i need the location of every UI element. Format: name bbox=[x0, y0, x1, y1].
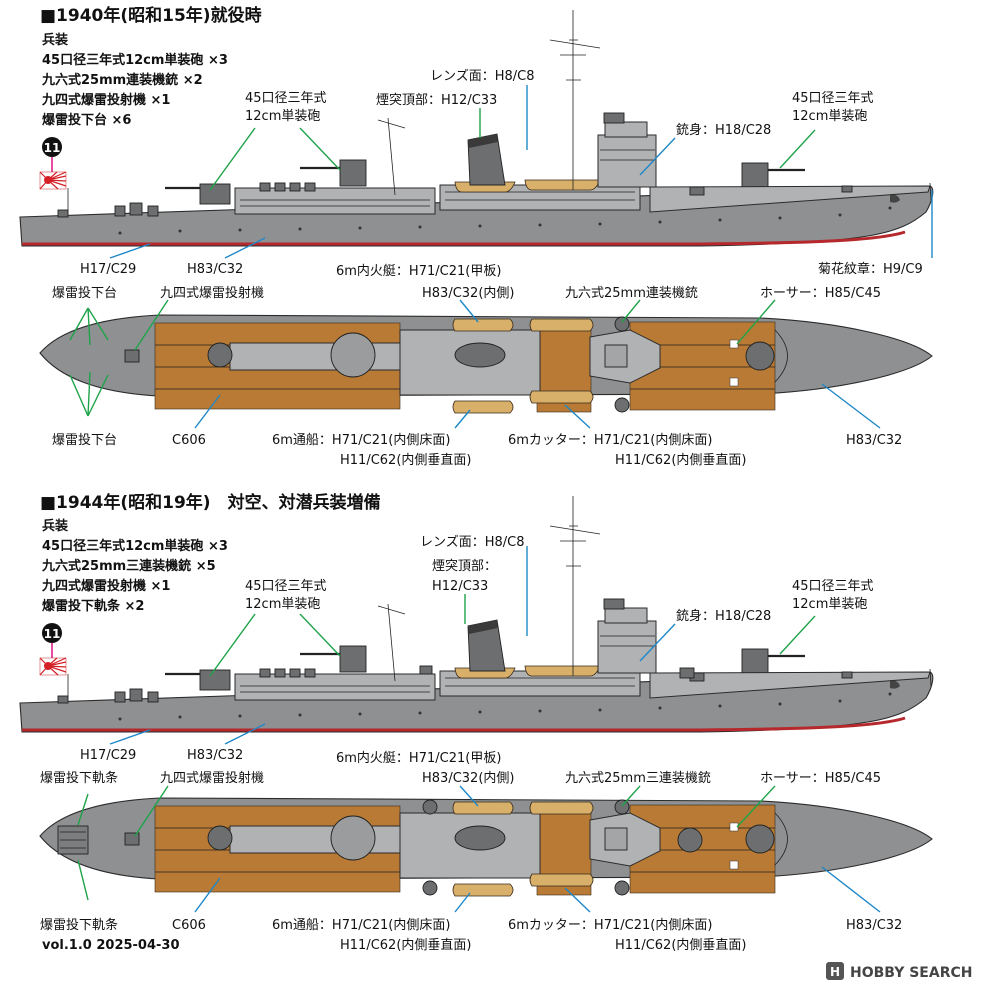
label-gun-aft-2: 12cm単装砲 bbox=[792, 596, 867, 612]
label-chrysanthemum-crest: 菊花紋章：H9/C9 bbox=[818, 261, 923, 277]
label-hull-low: H17/C29 bbox=[80, 748, 136, 763]
label-cutter-a2: H11/C62(内側垂直面) bbox=[340, 452, 471, 468]
armament-item: 爆雷投下台 ×6 bbox=[42, 112, 131, 128]
label-projector: 九四式爆雷投射機 bbox=[160, 285, 264, 301]
label-gun-fwd: 45口径三年式 bbox=[245, 579, 327, 594]
armament-item: 九四式爆雷投射機 ×1 bbox=[41, 578, 170, 594]
label-dc-rack-top: 爆雷投下台 bbox=[52, 285, 117, 301]
rising-sun-flag-icon bbox=[39, 171, 67, 190]
ship-side-view-1940 bbox=[18, 8, 935, 248]
label-barrel: 銃身：H18/C28 bbox=[676, 122, 771, 138]
rising-sun-flag-icon bbox=[39, 657, 67, 676]
label-funnel-top: 煙突頂部： bbox=[432, 558, 497, 574]
label-launch-side: H83/C32(内側) bbox=[422, 285, 514, 301]
section-1940: ■1940年(昭和15年)就役時 兵装 45口径三年式12cm単装砲 ×3 九六… bbox=[18, 5, 935, 468]
ship-top-view-1940 bbox=[39, 314, 933, 414]
label-launch-deck: 6m内火艇：H71/C21(甲板) bbox=[336, 263, 501, 279]
label-gun-aft-2: 12cm単装砲 bbox=[792, 108, 867, 124]
armament-heading: 兵装 bbox=[42, 518, 68, 534]
armament-item: 九六式25mm連装機銃 ×2 bbox=[41, 72, 203, 88]
label-mg: 九六式25mm三連装機銃 bbox=[565, 771, 711, 786]
armament-item: 爆雷投下軌条 ×2 bbox=[42, 598, 144, 614]
label-hawser: ホーサー：H85/C45 bbox=[760, 771, 881, 786]
label-hull-top: H83/C32 bbox=[846, 918, 902, 933]
label-cutter-b1: 6mカッター：H71/C21(内側床面) bbox=[508, 917, 712, 933]
label-mg: 九六式25mm連装機銃 bbox=[565, 286, 698, 301]
label-cutter-a1: 6m通船：H71/C21(内側床面) bbox=[272, 917, 450, 933]
label-cutter-a2: H11/C62(内側垂直面) bbox=[340, 937, 471, 953]
label-lens: レンズ面：H8/C8 bbox=[420, 534, 525, 550]
label-projector: 九四式爆雷投射機 bbox=[160, 770, 264, 786]
decal-number-badge bbox=[42, 623, 62, 643]
armament-item: 九四式爆雷投射機 ×1 bbox=[41, 92, 170, 108]
label-cutter-a1: 6m通船：H71/C21(内側床面) bbox=[272, 432, 450, 448]
svg-text:H: H bbox=[830, 965, 840, 979]
label-launch-deck: 6m内火艇：H71/C21(甲板) bbox=[336, 750, 501, 766]
armament-item: 45口径三年式12cm単装砲 ×3 bbox=[42, 538, 228, 554]
svg-text:11: 11 bbox=[44, 627, 61, 641]
watermark-text: HOBBY SEARCH bbox=[850, 965, 972, 981]
label-hull-mid: H83/C32 bbox=[187, 262, 243, 277]
section-title-1940: ■1940年(昭和15年)就役時 bbox=[40, 5, 262, 26]
label-gun-fwd-2: 12cm単装砲 bbox=[245, 596, 320, 612]
label-funnel-top-2: H12/C33 bbox=[432, 579, 488, 594]
label-cutter-b2: H11/C62(内側垂直面) bbox=[615, 937, 746, 953]
label-barrel: 銃身：H18/C28 bbox=[676, 608, 771, 624]
label-lens: レンズ面：H8/C8 bbox=[430, 68, 535, 84]
label-launch-side: H83/C32(内側) bbox=[422, 770, 514, 786]
label-funnel-top: 煙突頂部：H12/C33 bbox=[376, 92, 497, 108]
armament-heading: 兵装 bbox=[42, 32, 68, 48]
section-title-1944: ■1944年(昭和19年) 対空、対潜兵装増備 bbox=[40, 492, 381, 513]
label-deck-color: C606 bbox=[172, 918, 206, 933]
label-dc-rack-bottom: 爆雷投下台 bbox=[52, 432, 117, 448]
label-hawser: ホーサー：H85/C45 bbox=[760, 286, 881, 301]
ship-top-view-1944 bbox=[39, 797, 933, 897]
label-deck-color: C606 bbox=[172, 433, 206, 448]
label-dc-rack-bottom: 爆雷投下軌条 bbox=[40, 917, 118, 933]
armament-item: 45口径三年式12cm単装砲 ×3 bbox=[42, 52, 228, 68]
label-cutter-b1: 6mカッター：H71/C21(内側床面) bbox=[508, 432, 712, 448]
version-label: vol.1.0 2025-04-30 bbox=[42, 938, 180, 953]
label-cutter-b2: H11/C62(内側垂直面) bbox=[615, 452, 746, 468]
label-gun-fwd-2: 12cm単装砲 bbox=[245, 108, 320, 124]
ship-side-view-1944 bbox=[18, 494, 935, 734]
armament-item: 九六式25mm三連装機銃 ×5 bbox=[41, 558, 216, 574]
label-hull-mid: H83/C32 bbox=[187, 748, 243, 763]
label-gun-aft: 45口径三年式 bbox=[792, 91, 874, 106]
label-gun-aft: 45口径三年式 bbox=[792, 579, 874, 594]
label-dc-rack-top: 爆雷投下軌条 bbox=[40, 770, 118, 786]
section-1944: ■1944年(昭和19年) 対空、対潜兵装増備 兵装 45口径三年式12cm単装… bbox=[18, 492, 935, 953]
svg-text:11: 11 bbox=[44, 141, 61, 155]
label-gun-fwd: 45口径三年式 bbox=[245, 91, 327, 106]
label-hull-top: H83/C32 bbox=[846, 433, 902, 448]
watermark: H HOBBY SEARCH bbox=[826, 962, 972, 981]
label-hull-low: H17/C29 bbox=[80, 262, 136, 277]
decal-number-badge bbox=[42, 137, 62, 157]
